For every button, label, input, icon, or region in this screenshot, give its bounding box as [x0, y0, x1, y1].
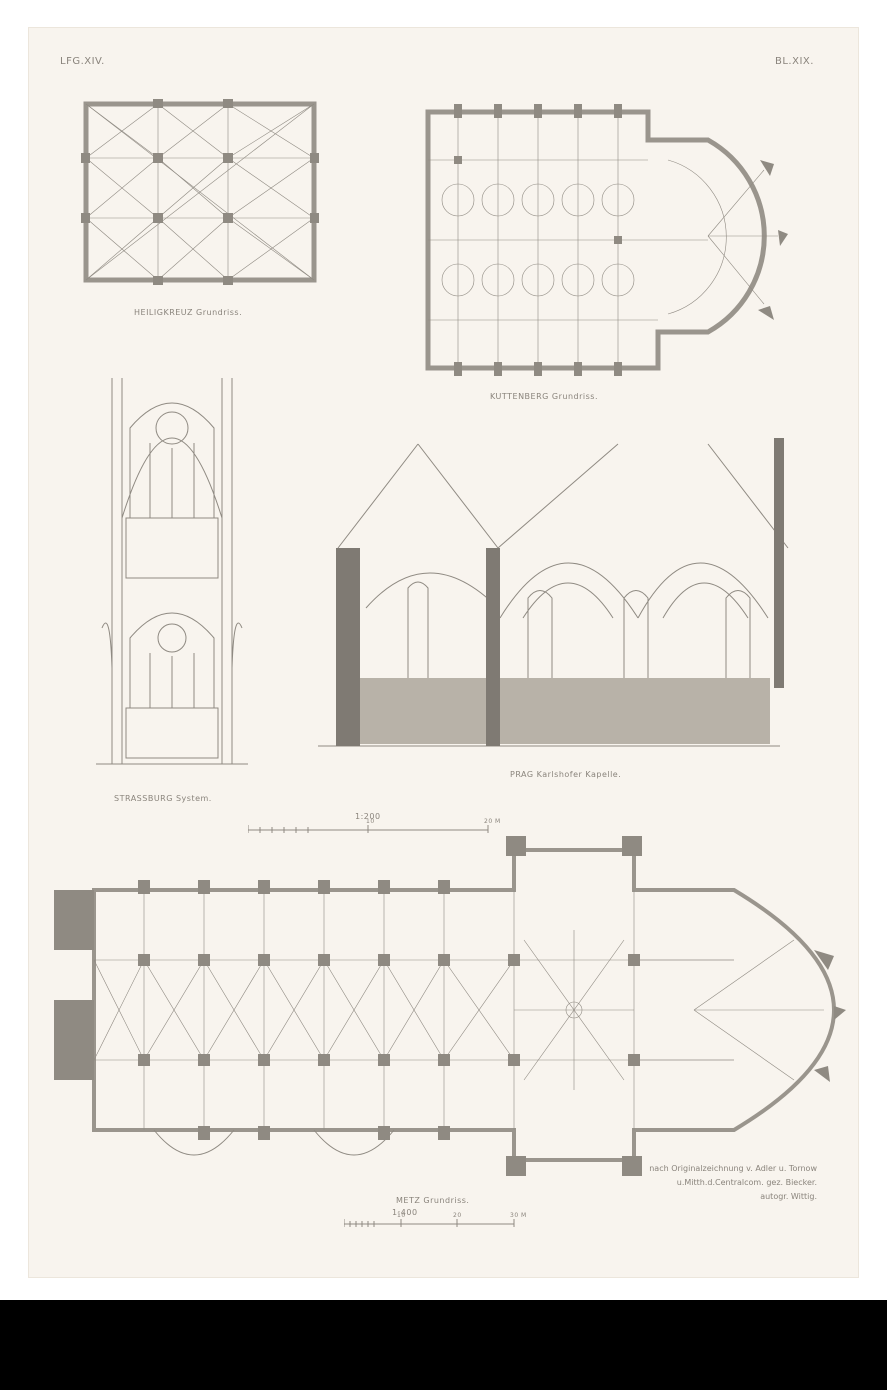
caption-prag: PRAG Karlshofer Kapelle. — [510, 770, 622, 779]
credit-line-2: u.Mitth.d.Centralcom. gez. Biecker. — [676, 1178, 817, 1187]
metz-plan — [54, 836, 846, 1176]
plate-number-left: LFG.XIV. — [60, 56, 105, 67]
credit-line-3: autogr. Wittig. — [760, 1192, 817, 1201]
credit-block: nach Originalzeichnung v. Adler u. Torno… — [649, 1162, 817, 1204]
credit-line-1: nach Originalzeichnung v. Adler u. Torno… — [649, 1164, 817, 1173]
scale-upper-mid: 10 — [366, 818, 375, 825]
strassburg-elevation — [96, 378, 248, 765]
caption-kuttenberg: KUTTENBERG Grundriss. — [490, 392, 598, 401]
heiligkreuz-plan — [81, 99, 319, 285]
scale-lower-end: 30 M — [510, 1212, 527, 1219]
plate-number-right: BL.XIX. — [775, 56, 814, 67]
scale-lower-tick2: 20 — [453, 1212, 462, 1219]
scale-bar-lower — [344, 1219, 515, 1227]
scale-lower-tick1: 10 — [397, 1212, 406, 1219]
caption-strassburg: STRASSBURG System. — [114, 794, 212, 803]
scale-upper-end: 20 M — [484, 818, 501, 825]
scale-upper-ratio: 1:200 — [355, 812, 381, 821]
scale-lower-ratio: 1:400 — [392, 1208, 418, 1217]
kuttenberg-plan — [425, 104, 788, 376]
scale-bar-upper — [248, 825, 489, 833]
prag-section — [318, 438, 789, 747]
bottom-black-band — [0, 1300, 887, 1390]
caption-heiligkreuz: HEILIGKREUZ Grundriss. — [134, 308, 243, 317]
caption-metz: METZ Grundriss. — [396, 1196, 470, 1205]
